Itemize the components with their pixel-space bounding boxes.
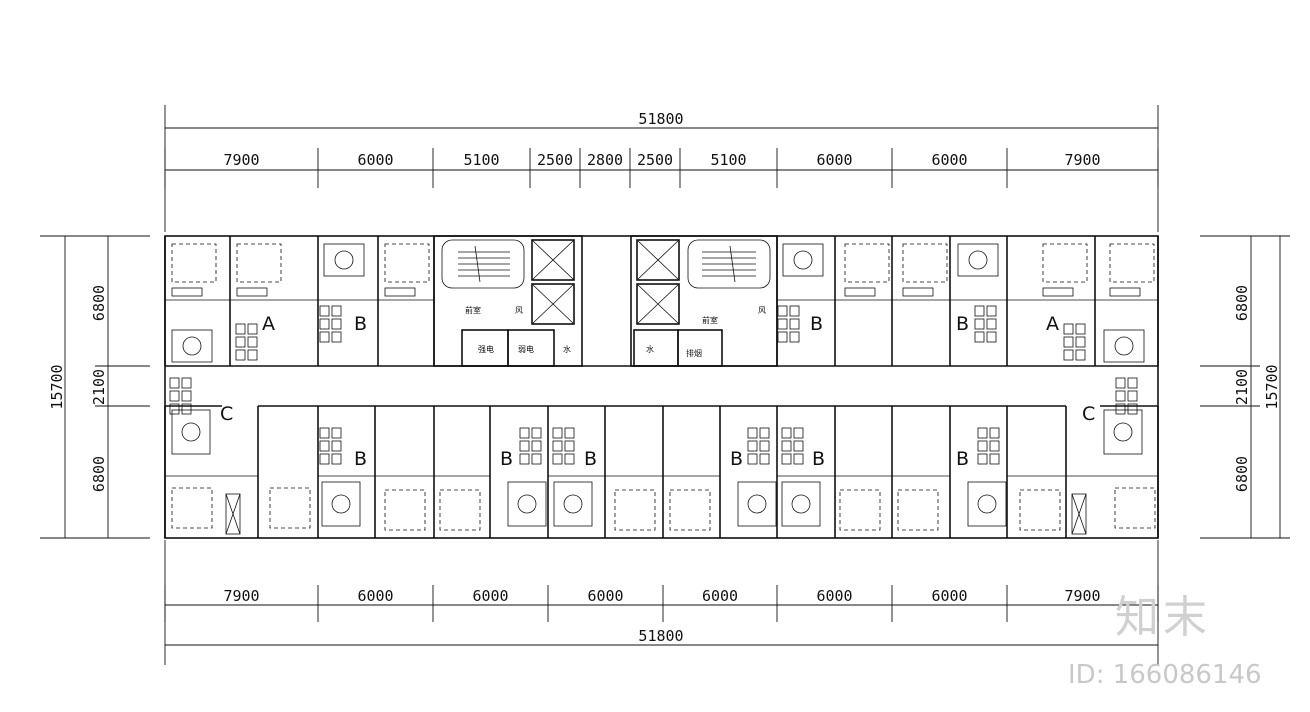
unit-label-top-2: B (354, 313, 367, 335)
top-dim-3: 5100 (463, 151, 499, 169)
top-dim-10: 7900 (1064, 151, 1100, 169)
right-dim-1: 6800 (1233, 285, 1251, 321)
unit-label-top-3: B (810, 313, 823, 335)
watermark-id: ID: 166086146 (1068, 660, 1262, 690)
left-dim-3: 6800 (90, 456, 108, 492)
bottom-dim-8: 7900 (1064, 587, 1100, 605)
unit-label-bottom-2: B (500, 448, 513, 470)
top-dim-1: 7900 (223, 151, 259, 169)
pipe-well-label: 排烟 (686, 348, 702, 358)
core-left: 前室 风 强电 弱电 水 (433, 235, 583, 367)
lobby-left-label: 前室 (465, 305, 481, 315)
right-total-dimension: 15700 (1263, 364, 1281, 409)
left-dim-1: 6800 (90, 285, 108, 321)
bottom-dim-2: 6000 (357, 587, 393, 605)
top-dim-2: 6000 (357, 151, 393, 169)
right-dim-2: 2100 (1233, 369, 1251, 405)
stair-left-icon (458, 245, 510, 283)
top-dim-7: 5100 (710, 151, 746, 169)
unit-label-bottom-1: B (354, 448, 367, 470)
strong-elec-label: 强电 (478, 344, 494, 354)
left-total-dimension: 15700 (48, 364, 66, 409)
water-right-label: 水 (646, 344, 654, 354)
bottom-row-rooms (164, 377, 1159, 538)
bottom-dim-6: 6000 (816, 587, 852, 605)
unit-label-bottom-6: B (956, 448, 969, 470)
unit-label-bottom-5: B (812, 448, 825, 470)
top-dim-5: 2800 (587, 151, 623, 169)
bottom-dim-3: 6000 (472, 587, 508, 605)
building-outline (164, 235, 1159, 539)
unit-label-mid-1: C (220, 403, 233, 425)
wind-left-label: 风 (515, 306, 523, 315)
lobby-right-label: 前室 (702, 315, 718, 325)
top-dim-9: 6000 (931, 151, 967, 169)
bottom-total-dimension: 51800 (638, 627, 683, 645)
unit-label-bottom-3: B (584, 448, 597, 470)
watermark-logo: 知末 (1115, 592, 1211, 643)
core-right: 前室 风 水 排烟 (630, 235, 778, 367)
unit-type-labels: A B B B A C C B B B B B B (220, 313, 1095, 470)
bottom-dim-5: 6000 (702, 587, 738, 605)
unit-label-top-1: A (262, 313, 275, 335)
watermark: 知末 ID: 166086146 (1068, 592, 1262, 690)
weak-elec-label: 弱电 (518, 344, 534, 354)
unit-label-top-4: B (956, 313, 969, 335)
right-dimension-chain: 6800 2100 6800 15700 (1200, 235, 1290, 539)
top-dim-4: 2500 (537, 151, 573, 169)
unit-label-bottom-4: B (730, 448, 743, 470)
bottom-dim-7: 6000 (931, 587, 967, 605)
right-dim-3: 6800 (1233, 456, 1251, 492)
bottom-dim-1: 7900 (223, 587, 259, 605)
top-total-dimension: 51800 (638, 110, 683, 128)
bottom-dim-4: 6000 (587, 587, 623, 605)
unit-label-top-5: A (1046, 313, 1059, 335)
left-dimension-chain: 15700 6800 2100 6800 (40, 235, 150, 539)
top-dim-8: 6000 (816, 151, 852, 169)
wind-right-label: 风 (758, 306, 766, 315)
left-dim-2: 2100 (90, 369, 108, 405)
stair-right-icon (702, 245, 756, 283)
top-dimension-chain: 51800 7900 6000 5100 2500 2800 2500 5100 6000 60… (164, 105, 1159, 232)
bottom-dimension-chain: 51800 7900 6000 6000 6000 6000 6000 6000 7900 (164, 540, 1159, 665)
top-dim-6: 2500 (637, 151, 673, 169)
water-left-label: 水 (563, 344, 571, 354)
unit-label-mid-2: C (1082, 403, 1095, 425)
